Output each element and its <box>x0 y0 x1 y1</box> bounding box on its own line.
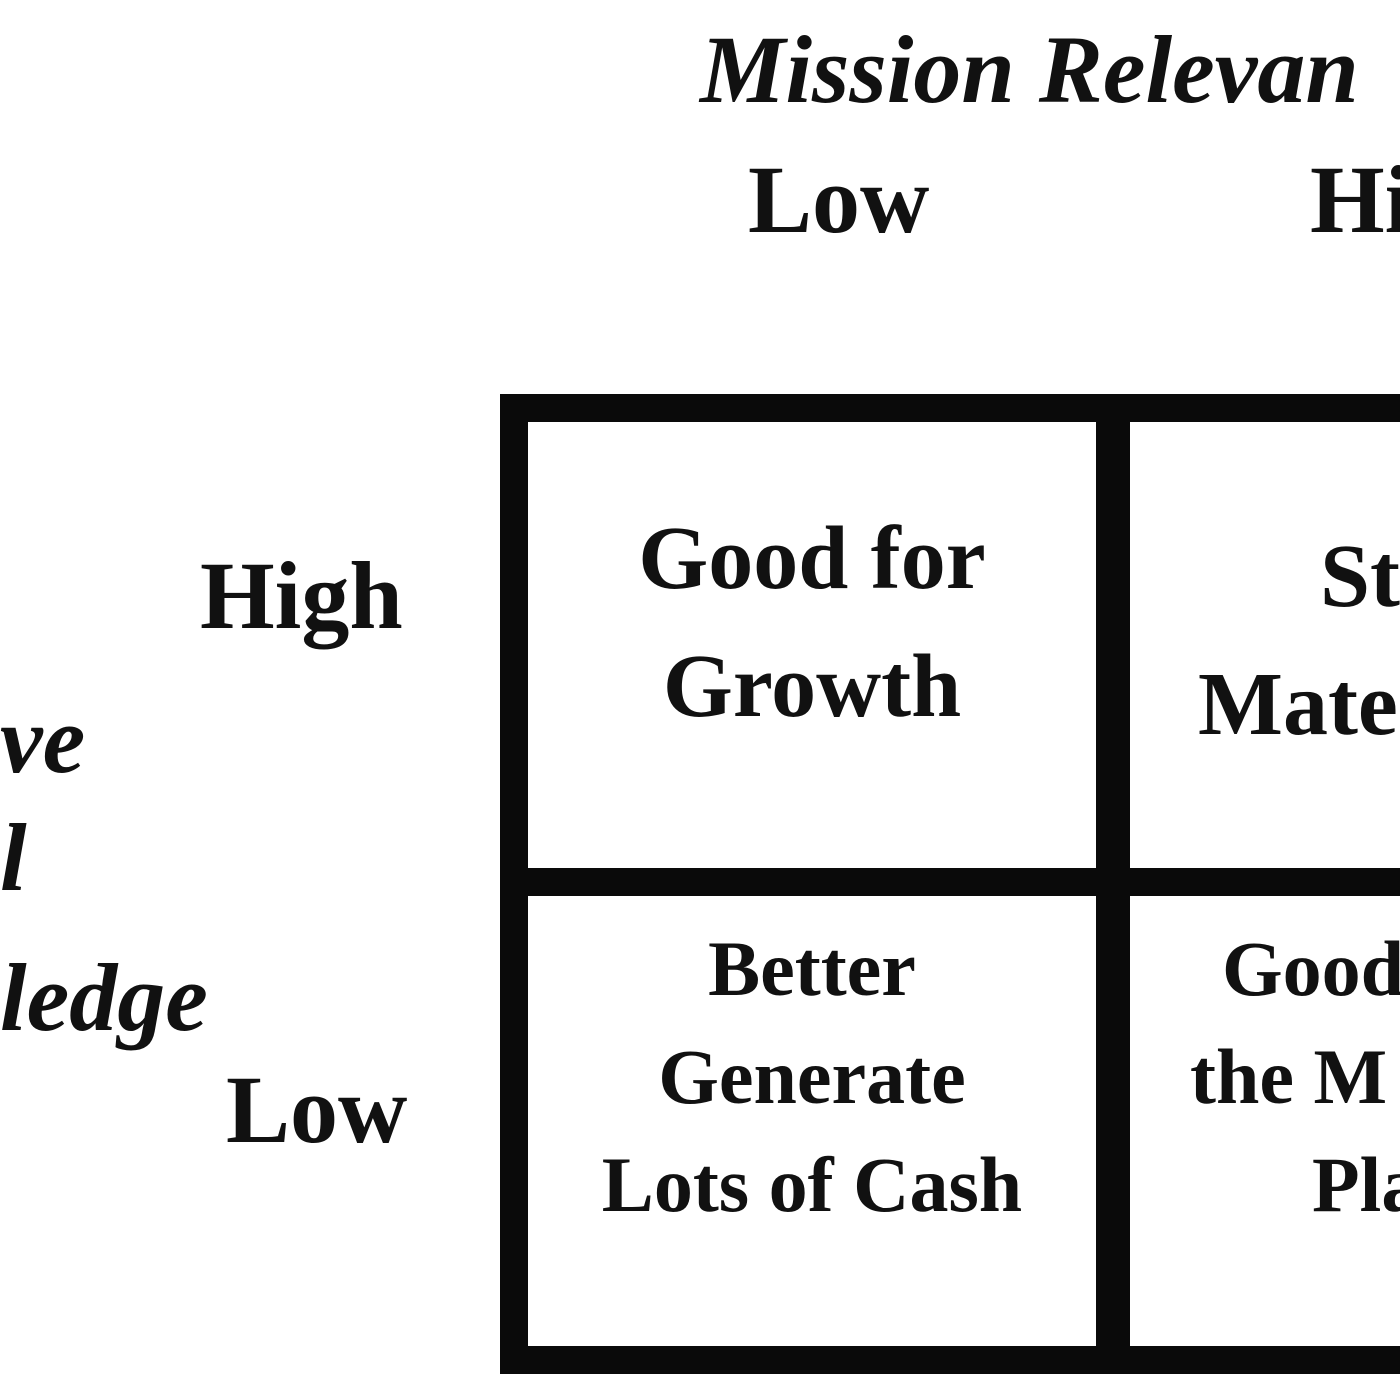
cell-text-line: Good for <box>638 509 986 608</box>
cell-text-line: St <box>1320 527 1400 626</box>
grid-line-middle-vertical <box>1096 394 1130 1374</box>
column-axis-title: Mission Relevan <box>700 16 1359 123</box>
cell-top-left: Good for Growth <box>528 514 1096 770</box>
cell-text-line: Pla <box>1312 1141 1400 1228</box>
column-low-label: Low <box>748 146 930 253</box>
row-axis-title-fragment: l <box>0 804 27 911</box>
cell-text-line: Lots of Cash <box>601 1141 1023 1228</box>
row-axis-title-fragment: ve <box>0 686 86 793</box>
grid-line-bottom <box>500 1346 1400 1374</box>
row-low-label: Low <box>226 1056 408 1163</box>
cell-text-line: Generate <box>658 1033 966 1120</box>
grid-line-middle-horizontal <box>500 868 1400 896</box>
cell-text-line: Mate <box>1198 655 1398 754</box>
cell-text-line: Better <box>708 925 916 1012</box>
cell-text-line: Growth <box>662 637 962 736</box>
cell-top-right: St Mate <box>1130 532 1400 788</box>
column-high-label: Hi <box>1310 146 1400 253</box>
cell-bottom-right: Good the M Pla <box>1130 930 1400 1254</box>
cell-bottom-left: Better Generate Lots of Cash <box>528 930 1096 1254</box>
row-axis-title-fragment: ledge <box>0 944 208 1051</box>
cell-text-line: Good <box>1222 925 1400 1012</box>
cell-text-line: the M <box>1190 1033 1388 1120</box>
row-high-label: High <box>200 542 403 649</box>
grid-line-top <box>500 394 1400 422</box>
